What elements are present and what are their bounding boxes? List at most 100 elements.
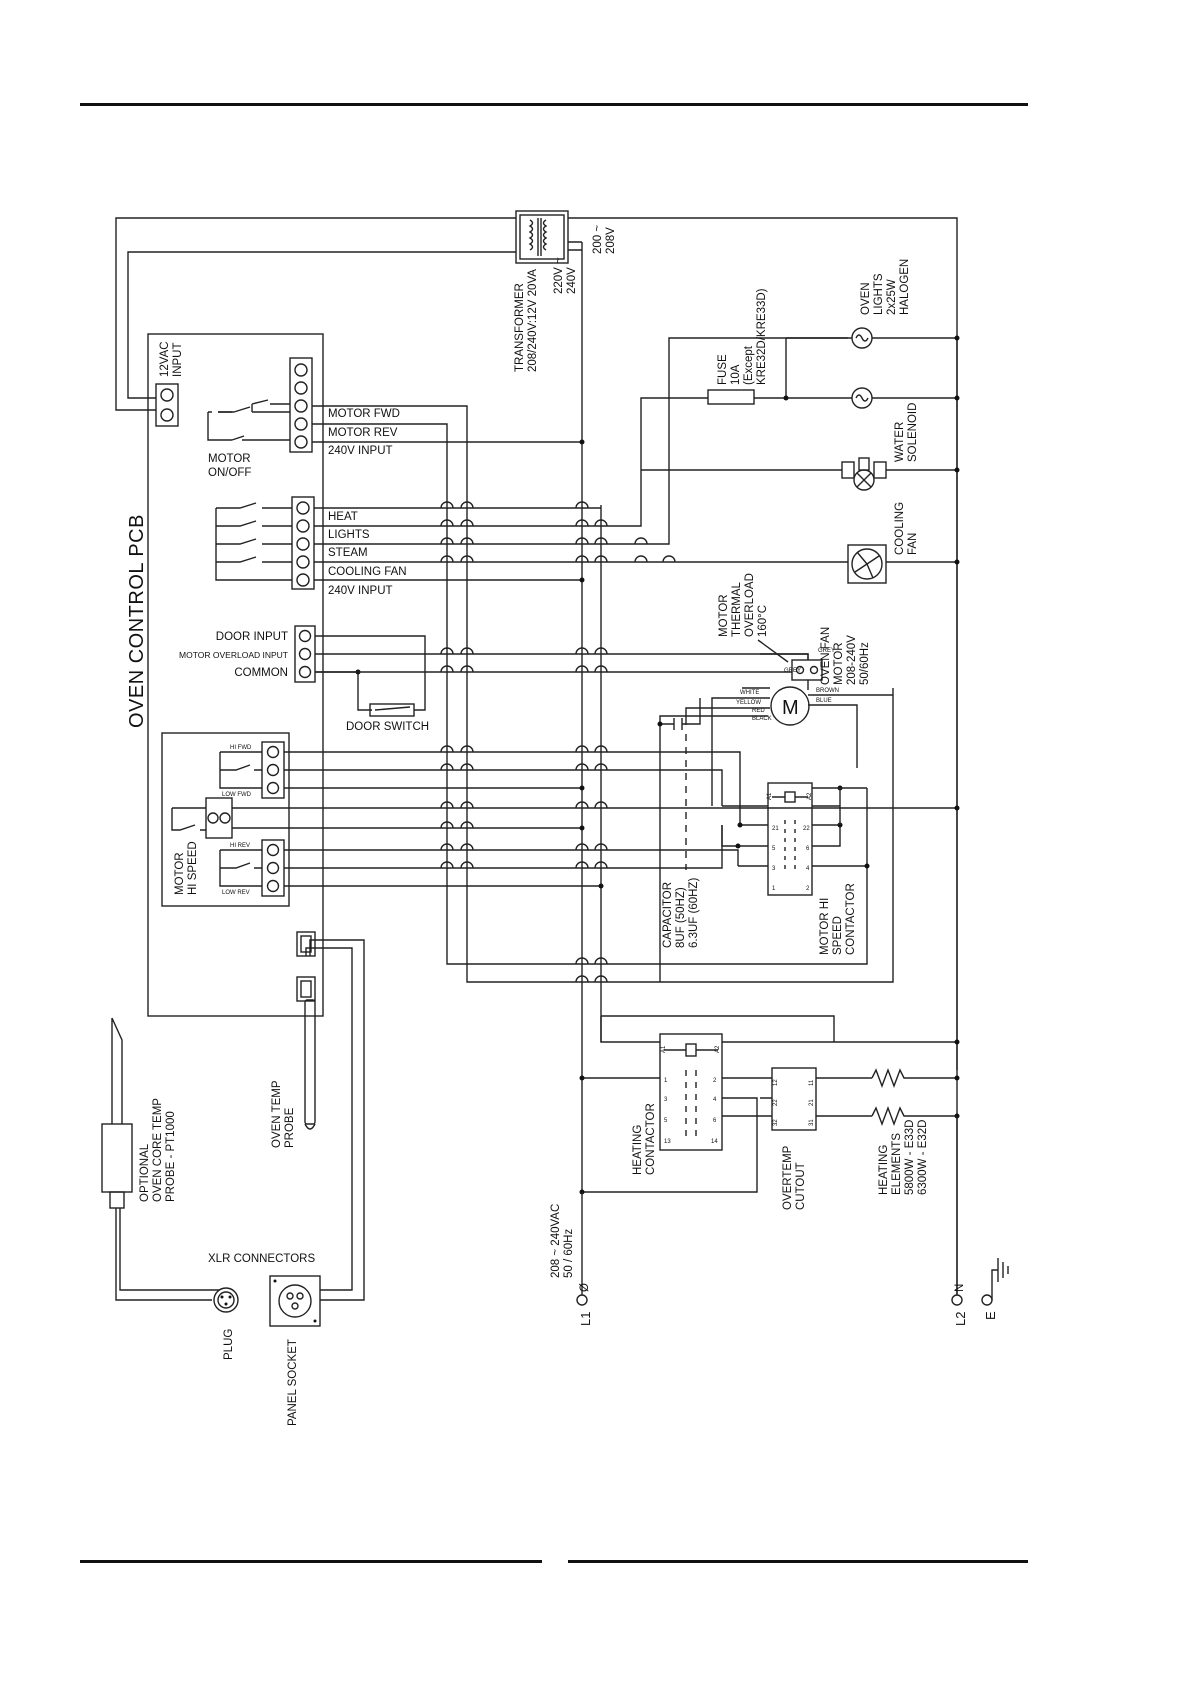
- label-hi-fwd: HI FWD: [230, 745, 252, 751]
- label-oven-fan-motor: OVEN FANMOTOR 208-240V50/60Hz: [820, 627, 871, 685]
- wire-yellow: YELLOW: [736, 700, 761, 706]
- label-l1-phase: Ø: [579, 1283, 591, 1292]
- wire-grey-1: GREY: [818, 648, 835, 654]
- label-fuse: FUSE10A (ExceptKRE32D/KRE33D): [717, 288, 768, 385]
- label-240v-input-a: 240V INPUT: [328, 445, 393, 457]
- svg-text:6: 6: [806, 846, 810, 852]
- label-oven-lights: OVENLIGHTS 2x25WHALOGEN: [860, 259, 911, 315]
- connector-12vac: [155, 383, 179, 427]
- xlr-panel-socket: [269, 1275, 321, 1327]
- svg-text:A1: A1: [767, 792, 773, 800]
- wire-white: WHITE: [740, 690, 759, 696]
- svg-text:2: 2: [806, 886, 810, 892]
- bottom-rule-right: [568, 1560, 1028, 1563]
- svg-text:13: 13: [664, 1139, 671, 1145]
- bottom-rule-left: [80, 1560, 542, 1563]
- label-cooling-fan: COOLING FAN: [328, 566, 407, 578]
- label-12vac: 12VACINPUT: [159, 341, 184, 377]
- svg-text:2: 2: [713, 1078, 717, 1084]
- label-low-rev: LOW REV: [222, 890, 250, 896]
- heating-element-2: [871, 1106, 957, 1126]
- earth-symbol: [991, 1269, 998, 1300]
- label-heating-contactor: HEATINGCONTACTOR: [632, 1103, 657, 1175]
- svg-text:A1: A1: [661, 1045, 667, 1053]
- svg-text:1: 1: [772, 886, 776, 892]
- label-tap-220: 220V ~240V: [553, 257, 578, 294]
- svg-text:21: 21: [772, 826, 779, 832]
- svg-text:1: 1: [664, 1078, 668, 1084]
- thermal-overload: [791, 659, 823, 681]
- label-overtemp-cutout: OVERTEMPCUTOUT: [782, 1145, 807, 1210]
- connector-fwd: [261, 741, 285, 799]
- label-low-fwd: LOW FWD: [222, 792, 252, 798]
- label-motor-hi-speed-contactor: MOTOR HISPEED CONTACTOR: [819, 883, 857, 955]
- terminal-l2: [951, 1294, 963, 1306]
- label-l2: L2: [953, 1312, 968, 1326]
- svg-text:22: 22: [803, 826, 810, 832]
- label-l2-n: N: [954, 1284, 966, 1292]
- label-l1: L1: [578, 1312, 593, 1326]
- label-door-input: DOOR INPUT: [216, 631, 288, 643]
- wire-grey-2: GREY: [784, 668, 801, 674]
- label-capacitor: CAPACITOR8UF (50HZ) 6.3UF (60HZ): [662, 878, 700, 948]
- label-motor-rev: MOTOR REV: [328, 427, 398, 439]
- label-motor-hi-speed: MOTORHI SPEED: [174, 841, 199, 895]
- svg-text:4: 4: [806, 866, 810, 872]
- label-tap-200: 200 ~208V: [592, 225, 617, 254]
- label-xlr-connectors: XLR CONNECTORS: [208, 1253, 315, 1265]
- label-plug: PLUG: [223, 1329, 235, 1360]
- top-rule: [80, 103, 1028, 106]
- crossing-hops: [440, 501, 676, 983]
- heating-element-1: [871, 1068, 957, 1088]
- core-probe-handle: [101, 1123, 133, 1193]
- motor-hi-speed-contactor: [767, 782, 813, 896]
- wire-black: BLACK: [752, 716, 772, 722]
- label-240v-input-b: 240V INPUT: [328, 585, 393, 597]
- label-steam: STEAM: [328, 547, 368, 559]
- svg-text:6: 6: [713, 1118, 717, 1124]
- label-transformer: TRANSFORMER208/240V:12V 20VA: [514, 269, 539, 372]
- label-thermal-overload: MOTORTHERMAL OVERLOAD160°C: [718, 573, 769, 637]
- label-motor-overload-input: MOTOR OVERLOAD INPUT: [179, 650, 288, 660]
- heating-contactor: [659, 1033, 723, 1151]
- terminal-l1: [576, 1294, 588, 1306]
- svg-text:11: 11: [809, 1079, 815, 1086]
- svg-text:5: 5: [772, 846, 776, 852]
- connector-motor: [289, 357, 313, 453]
- svg-text:4: 4: [713, 1097, 717, 1103]
- wire-red: RED: [752, 708, 765, 714]
- terminal-e: [981, 1294, 993, 1306]
- label-lights: LIGHTS: [328, 529, 370, 541]
- label-supply: 208 ~ 240VAC50 / 60Hz: [550, 1204, 575, 1278]
- oven-fan-motor: [770, 686, 810, 726]
- connector-door: [294, 625, 316, 683]
- label-e: E: [983, 1311, 998, 1320]
- label-oven-temp-probe: OVEN TEMPPROBE: [271, 1080, 296, 1148]
- wire-brown: BROWN: [816, 688, 839, 694]
- wire-blue: BLUE: [816, 698, 832, 704]
- label-cooling-fan-device: COOLINGFAN: [894, 502, 919, 555]
- oven-temp-probe: [304, 999, 316, 1125]
- svg-text:12: 12: [773, 1079, 779, 1086]
- core-probe-needle: [111, 1017, 123, 1124]
- svg-text:14: 14: [711, 1139, 718, 1145]
- label-core-probe: OPTIONALOVEN CORE TEMP PROBE - PT1000: [139, 1095, 177, 1202]
- oven-control-pcb: [147, 333, 324, 1017]
- svg-text:3: 3: [664, 1097, 668, 1103]
- label-motor-fwd: MOTOR FWD: [328, 408, 400, 420]
- connector-rev: [261, 839, 285, 897]
- connector-hispeed: [205, 797, 233, 839]
- transformer: [515, 210, 569, 264]
- label-heating-elements: HEATINGELEMENTS 5800W - E33D6300W - E32D: [878, 1120, 929, 1195]
- overtemp-cutout: [771, 1067, 817, 1131]
- svg-text:21: 21: [809, 1099, 815, 1106]
- svg-text:5: 5: [664, 1118, 668, 1124]
- connector-outputs: [291, 496, 315, 590]
- label-heat: HEAT: [328, 511, 358, 523]
- svg-text:A2: A2: [715, 1045, 721, 1053]
- fuse: [707, 389, 755, 405]
- hi-speed-board: [161, 732, 290, 907]
- label-common: COMMON: [234, 667, 288, 679]
